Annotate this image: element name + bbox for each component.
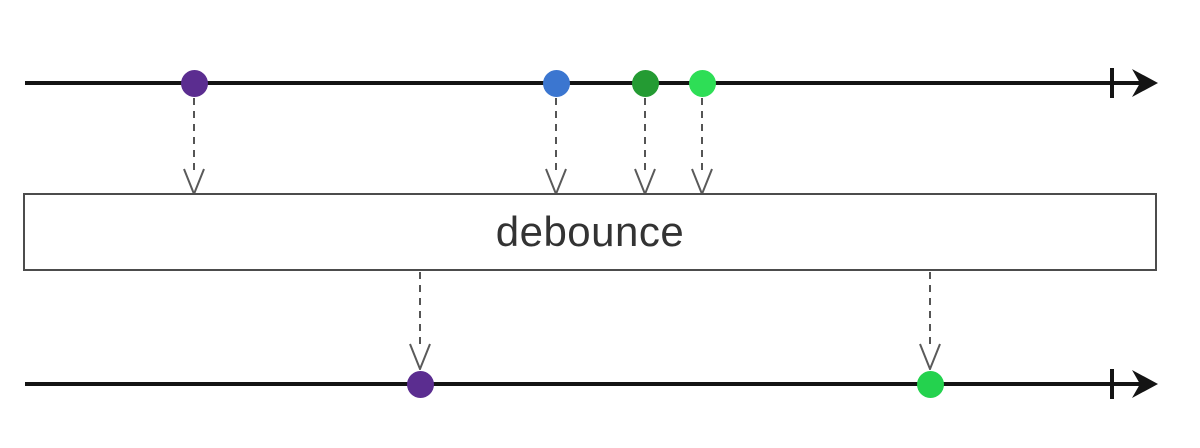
source-timeline-arrowhead-icon xyxy=(1132,69,1158,97)
output-marble-green-light xyxy=(916,370,944,398)
arrow-out-of-box-2 xyxy=(919,272,941,370)
output-timeline-arrowhead-icon xyxy=(1132,370,1158,398)
source-marble-green-light xyxy=(688,69,716,97)
output-completion-tick xyxy=(1110,369,1114,399)
source-timeline-line xyxy=(25,81,1143,85)
operator-label: debounce xyxy=(495,208,685,255)
operator-box: debounce xyxy=(23,193,1157,271)
source-completion-tick xyxy=(1110,68,1114,98)
source-marble-blue xyxy=(542,69,570,97)
source-marble-green-dark xyxy=(631,69,659,97)
output-marble-purple xyxy=(406,370,434,398)
arrow-out-of-box-1 xyxy=(409,272,431,370)
source-marble-purple xyxy=(180,69,208,97)
output-timeline-line xyxy=(25,382,1143,386)
